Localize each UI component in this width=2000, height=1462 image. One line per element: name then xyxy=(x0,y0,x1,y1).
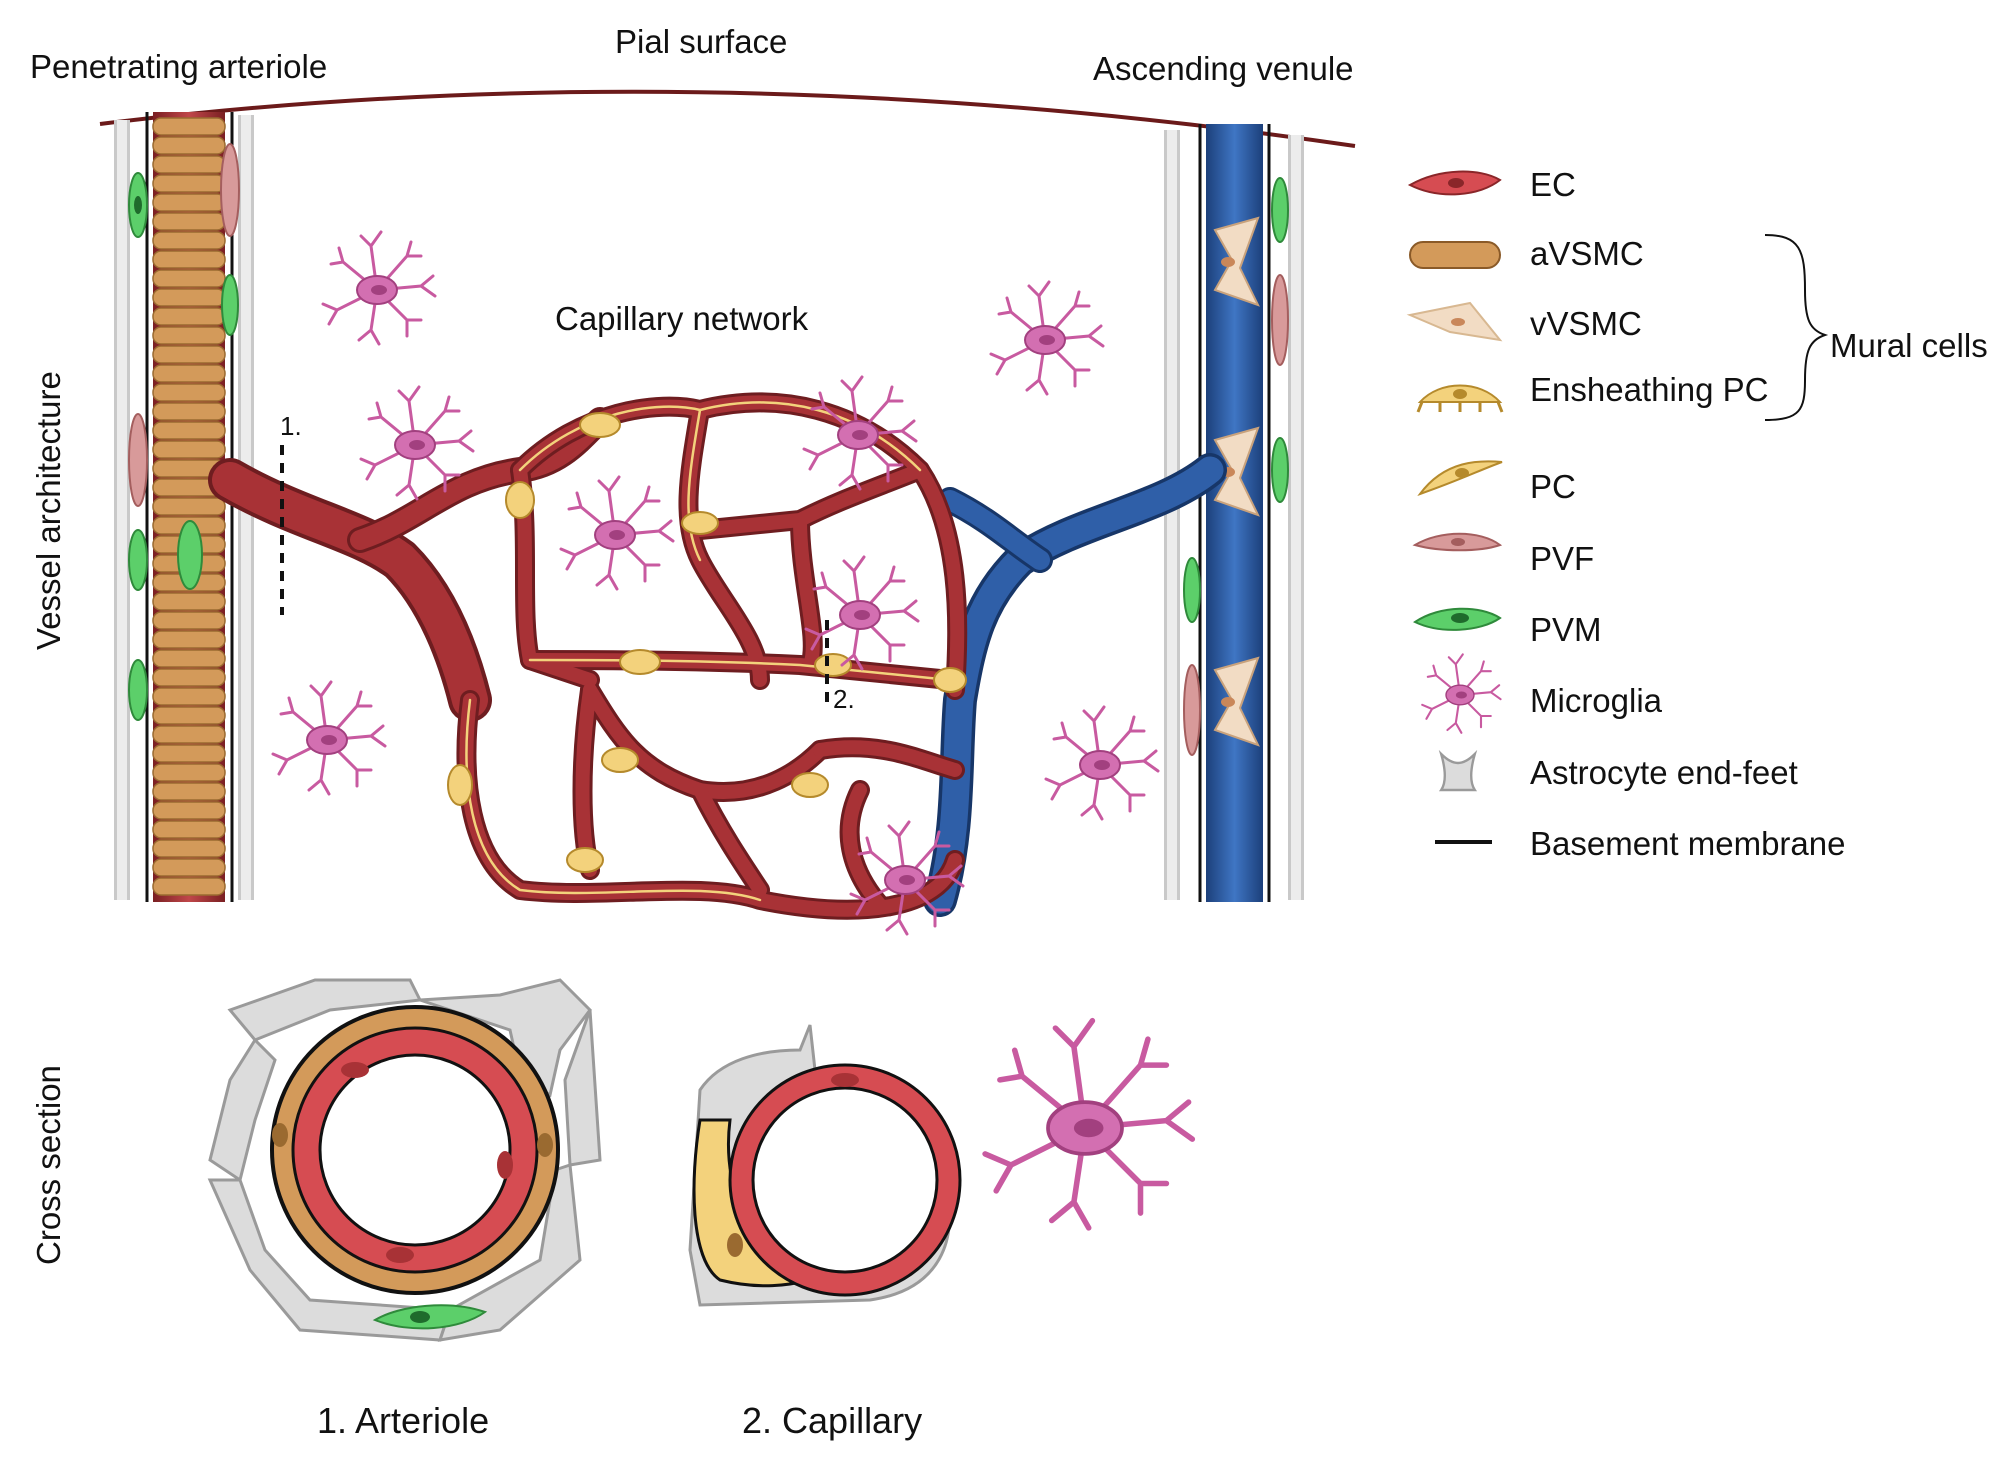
ascending-venule-label: Ascending venule xyxy=(1093,50,1354,87)
pial-surface-label: Pial surface xyxy=(615,23,787,60)
avsmc-ring xyxy=(152,801,226,820)
avsmc-ring xyxy=(152,820,226,839)
avsmc-ring xyxy=(152,231,226,250)
avsmc-ring xyxy=(152,611,226,630)
legend-label-astrocyte-end-feet: Astrocyte end-feet xyxy=(1530,754,1798,791)
legend-label-pvm: PVM xyxy=(1530,611,1602,648)
legend-label-ec: EC xyxy=(1530,166,1576,203)
avsmc-layer xyxy=(152,117,226,896)
avsmc-ring xyxy=(152,326,226,345)
avsmc-ring xyxy=(152,174,226,193)
arteriolar-smooth-muscle-cell-icon xyxy=(1409,241,1501,269)
capillary-caption: 2. Capillary xyxy=(742,1400,922,1441)
svg-text:1.: 1. xyxy=(280,411,302,441)
avsmc-ring xyxy=(152,212,226,231)
pial-surface-line xyxy=(99,89,1356,148)
legend-label-vvsmc: vVSMC xyxy=(1530,305,1642,342)
astrocyte-endfoot-icon xyxy=(1439,752,1477,792)
avsmc-ring xyxy=(152,630,226,649)
avsmc-ring xyxy=(152,763,226,782)
capillary-network xyxy=(208,392,1227,920)
mural-cells-brace xyxy=(1764,234,1829,421)
penetrating-arteriole xyxy=(145,112,234,902)
avsmc-ring xyxy=(152,136,226,155)
perivascular-cells-venule xyxy=(1183,177,1289,756)
penetrating-arteriole-label: Penetrating arteriole xyxy=(30,48,327,85)
legend: EC aVSMC vVSMC Ensheathing PC Mural cell… xyxy=(1406,166,1988,862)
avsmc-ring xyxy=(152,288,226,307)
venular-smooth-muscle-cell-icon xyxy=(1406,301,1503,342)
legend-label-pc: PC xyxy=(1530,468,1576,505)
avsmc-ring xyxy=(152,668,226,687)
arteriole-caption: 1. Arteriole xyxy=(317,1400,489,1441)
legend-group-mural-cells: Mural cells xyxy=(1830,327,1988,364)
avsmc-ring xyxy=(152,402,226,421)
pericyte-icon xyxy=(1417,460,1503,497)
ensheathing-pericyte-icon xyxy=(1416,384,1504,413)
avsmc-ring xyxy=(152,706,226,725)
avsmc-ring xyxy=(152,345,226,364)
cross-section-capillary xyxy=(688,1021,1192,1307)
avsmc-ring xyxy=(152,307,226,326)
capillary-network-label: Capillary network xyxy=(555,300,809,337)
avsmc-ring xyxy=(152,725,226,744)
legend-label-avsmc: aVSMC xyxy=(1530,235,1644,272)
legend-label-basement-membrane: Basement membrane xyxy=(1530,825,1845,862)
avsmc-ring xyxy=(152,839,226,858)
section-marker-1: 1. xyxy=(280,411,302,615)
endothelial-cell-icon xyxy=(1407,170,1502,196)
vessel-architecture-label: Vessel architecture xyxy=(30,371,67,650)
perivascular-cells-arteriole xyxy=(128,143,240,721)
avsmc-ring xyxy=(152,877,226,896)
avsmc-ring xyxy=(152,383,226,402)
avsmc-ring xyxy=(152,649,226,668)
avsmc-ring xyxy=(152,440,226,459)
section-marker-2: 2. xyxy=(825,620,855,714)
avsmc-ring xyxy=(152,592,226,611)
legend-label-ensheathing-pc: Ensheathing PC xyxy=(1530,371,1769,408)
avsmc-ring xyxy=(152,687,226,706)
svg-text:2.: 2. xyxy=(833,684,855,714)
avsmc-ring xyxy=(152,364,226,383)
avsmc-ring xyxy=(152,858,226,877)
avsmc-ring xyxy=(152,250,226,269)
avsmc-ring xyxy=(152,193,226,212)
astrocyte-endfeet-right xyxy=(1164,130,1304,900)
cross-section-arteriole xyxy=(207,978,602,1342)
legend-label-microglia: Microglia xyxy=(1530,682,1663,719)
avsmc-ring xyxy=(152,782,226,801)
avsmc-ring xyxy=(152,269,226,288)
ascending-venule xyxy=(1198,124,1271,902)
cross-section-label: Cross section xyxy=(30,1065,67,1265)
legend-label-pvf: PVF xyxy=(1530,540,1594,577)
microglia-icon xyxy=(1421,653,1502,734)
pericytes xyxy=(447,412,967,873)
avsmc-ring xyxy=(152,744,226,763)
avsmc-ring xyxy=(152,497,226,516)
avsmc-ring xyxy=(152,421,226,440)
perivascular-macrophage-icon xyxy=(1412,607,1502,631)
perivascular-fibroblast-icon xyxy=(1412,532,1503,552)
avsmc-ring xyxy=(152,155,226,174)
avsmc-ring xyxy=(152,117,226,136)
